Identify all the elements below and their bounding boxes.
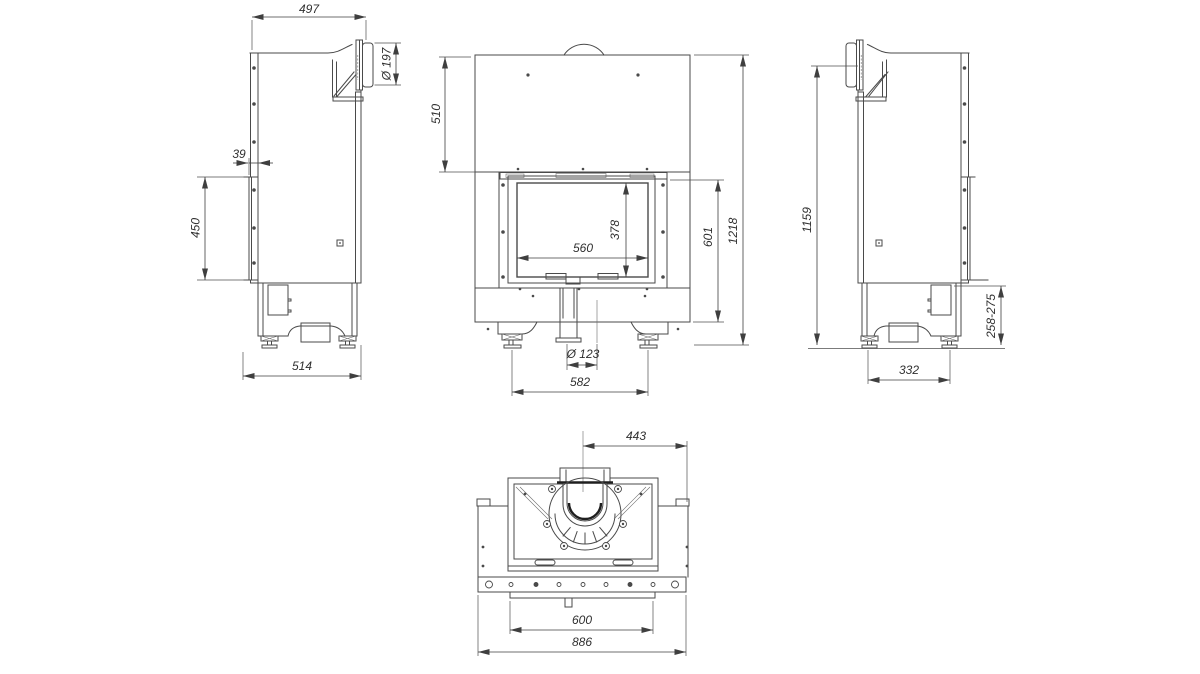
flange-spokes bbox=[562, 526, 608, 545]
dim-total-height-1218: 1218 bbox=[726, 217, 740, 244]
dim-door-offset-39: 39 bbox=[232, 147, 246, 161]
front-bolts bbox=[486, 73, 680, 331]
side-left-base bbox=[257, 282, 358, 349]
side-left-front-bolts bbox=[252, 66, 256, 265]
dim-flue-diameter-197: Ø 197 bbox=[380, 46, 394, 81]
dim-inner-width-600: 600 bbox=[572, 613, 592, 627]
strip-holes bbox=[485, 580, 679, 589]
door-frame bbox=[507, 175, 656, 284]
side-left-feet bbox=[260, 335, 357, 349]
side-left-dimensions: 497 Ø 197 39 450 514 bbox=[189, 2, 401, 380]
side-right-dimensions: 1159 258-275 332 bbox=[800, 65, 1006, 384]
front-base bbox=[497, 287, 669, 349]
top-body bbox=[476, 431, 690, 608]
flue-flange-circle bbox=[548, 477, 622, 551]
flue-collar-left bbox=[362, 42, 374, 88]
side-left-body bbox=[243, 39, 374, 284]
front-dimensions: 510 560 378 601 1218 Ø 123 582 bbox=[429, 54, 749, 396]
top-dimensions: 443 600 886 bbox=[477, 429, 688, 656]
front-body bbox=[474, 43, 691, 331]
dim-feet-span-332: 332 bbox=[899, 363, 919, 377]
flue-collar-right bbox=[845, 42, 857, 88]
door-latch bbox=[565, 276, 581, 285]
dim-base-range-258-275: 258-275 bbox=[984, 294, 998, 339]
view-top: 443 600 886 bbox=[476, 429, 690, 656]
dim-feet-span-582: 582 bbox=[570, 375, 590, 389]
dim-door-height-450: 450 bbox=[189, 218, 203, 238]
dim-depth-497: 497 bbox=[299, 2, 320, 16]
dim-flue-axis-height-1159: 1159 bbox=[800, 207, 814, 233]
side-right-body bbox=[845, 39, 989, 284]
flue-arc-top bbox=[563, 43, 605, 56]
air-inlet-flange bbox=[555, 337, 582, 343]
dim-glass-width-560: 560 bbox=[573, 241, 593, 255]
side-right-base bbox=[808, 282, 1005, 349]
view-side-right: 1159 258-275 332 bbox=[800, 39, 1006, 384]
dim-flue-center-443: 443 bbox=[626, 429, 646, 443]
view-front: 510 560 378 601 1218 Ø 123 582 bbox=[429, 43, 749, 396]
door-glass bbox=[516, 182, 649, 278]
dim-lower-section-601: 601 bbox=[701, 227, 715, 247]
side-right-front-bolts bbox=[962, 66, 967, 265]
view-side-left: 497 Ø 197 39 450 514 bbox=[189, 2, 401, 380]
flange-bolt-lugs bbox=[543, 485, 627, 550]
dim-air-inlet-123: Ø 123 bbox=[566, 347, 600, 361]
dim-top-section-510: 510 bbox=[429, 104, 443, 124]
dim-base-depth-514: 514 bbox=[292, 359, 312, 373]
dim-glass-height-378: 378 bbox=[608, 220, 622, 240]
side-right-feet bbox=[860, 335, 959, 349]
front-feet bbox=[501, 333, 659, 349]
dim-overall-width-886: 886 bbox=[572, 635, 592, 649]
